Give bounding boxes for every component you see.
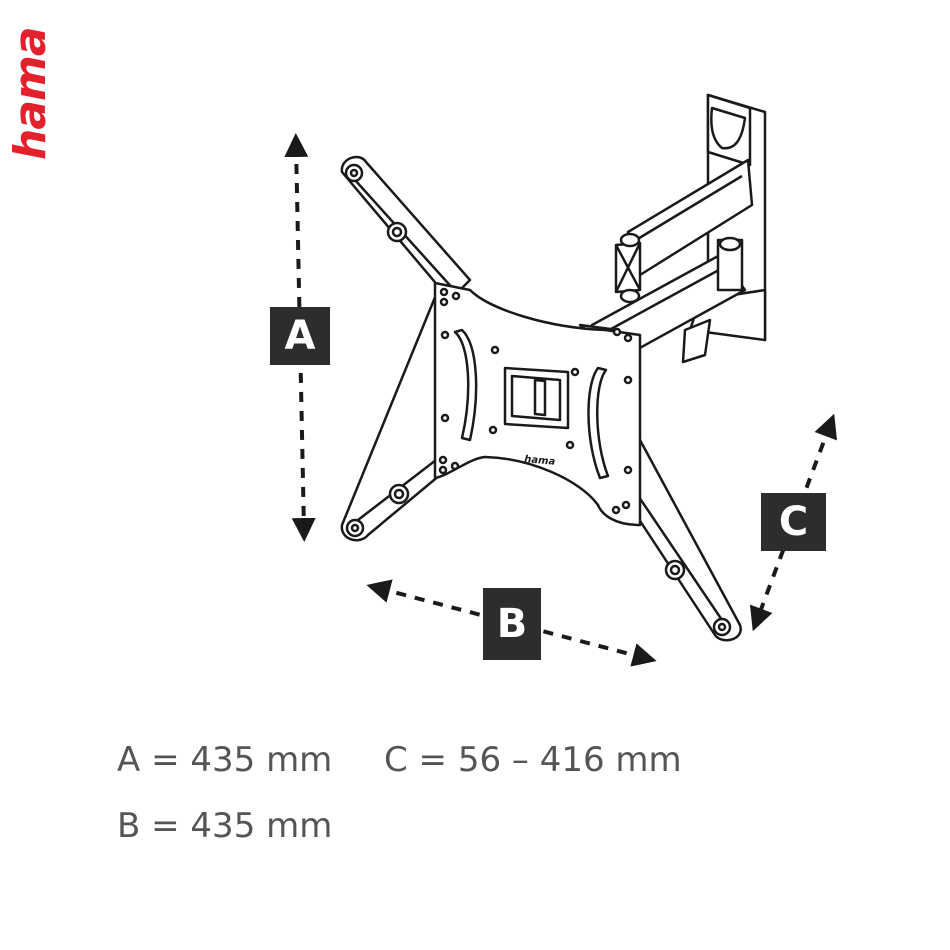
plate-brand-mark: hama: [524, 454, 556, 468]
label-b: B: [483, 588, 541, 660]
dimension-text-b: B = 435 mm: [117, 806, 333, 846]
upper-arm: [614, 158, 754, 304]
brand-logo: hama: [5, 27, 55, 160]
label-a: A: [270, 307, 330, 365]
dimension-text-c: C = 56 – 416 mm: [384, 740, 682, 780]
vesa-plate: [433, 281, 642, 527]
dimension-text-a: A = 435 mm: [117, 740, 333, 780]
screw-holes: [344, 163, 732, 637]
brand-logo-text: hama: [5, 27, 55, 160]
label-c: C: [761, 493, 826, 551]
